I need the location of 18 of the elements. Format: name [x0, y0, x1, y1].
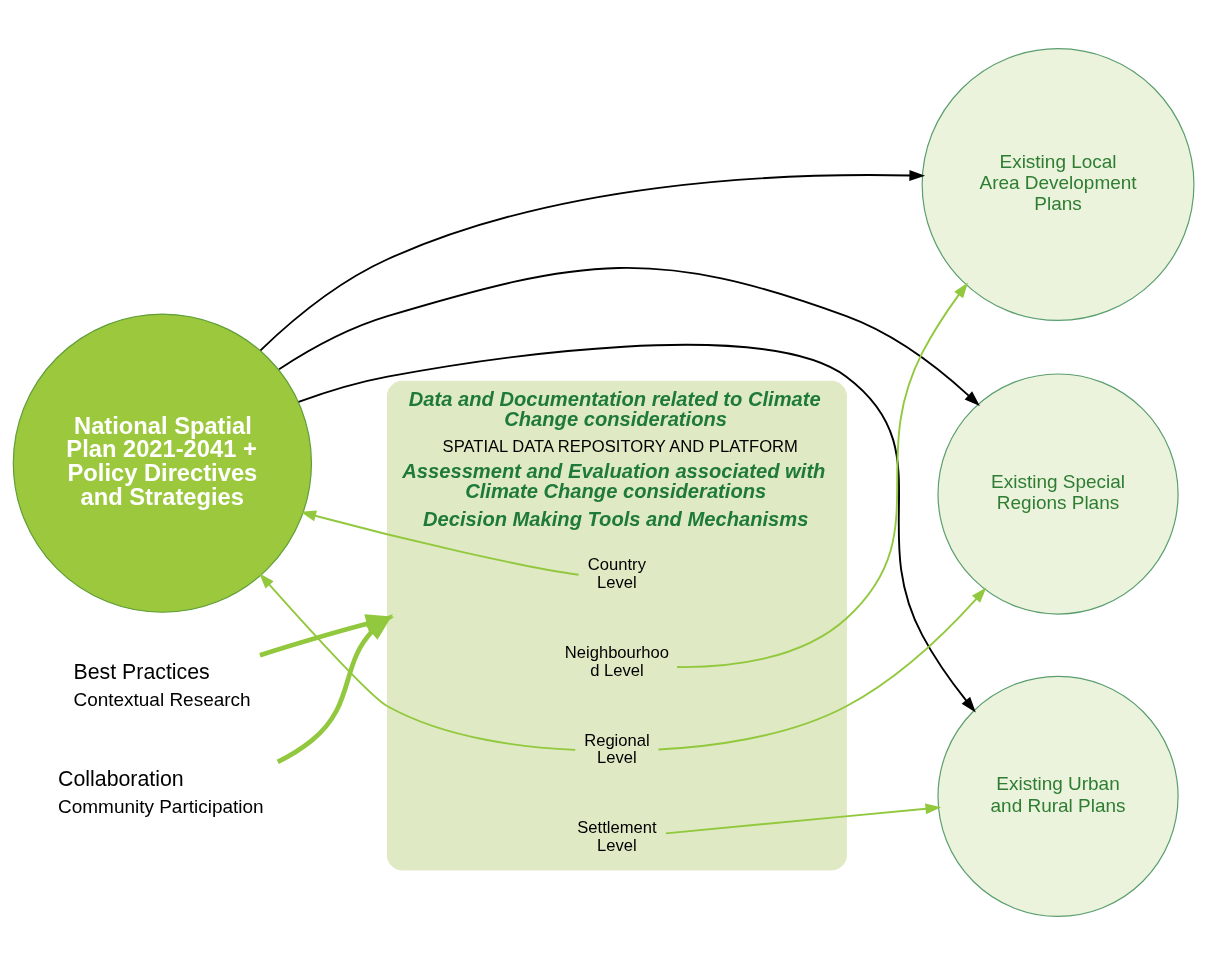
node-circle: Existing Urban and Rural Plans — [937, 675, 1179, 917]
node-text: Country Level — [587, 555, 646, 592]
arrow — [300, 510, 580, 576]
node-text: Collaboration Community Participation — [58, 767, 264, 817]
node-circle: National Spatial Plan 2021-2041 + Policy Directives and Strategies — [12, 313, 313, 613]
node-circle: Existing Local Area Development Plans — [921, 48, 1195, 322]
arrow — [278, 267, 980, 407]
node-text: Regional Level — [584, 730, 650, 768]
arrow — [664, 803, 942, 835]
arrow — [259, 573, 577, 751]
node-text: Settlement Level — [577, 818, 657, 856]
arrow — [259, 170, 926, 352]
node-text: Neighbourhood Level — [564, 642, 669, 680]
node-text: Best Practices Contextual Research — [73, 660, 251, 711]
node-circle: Existing Special Regions Plans — [937, 373, 1179, 615]
arrow — [676, 282, 969, 668]
arrow — [657, 587, 987, 751]
arrow — [297, 344, 976, 713]
